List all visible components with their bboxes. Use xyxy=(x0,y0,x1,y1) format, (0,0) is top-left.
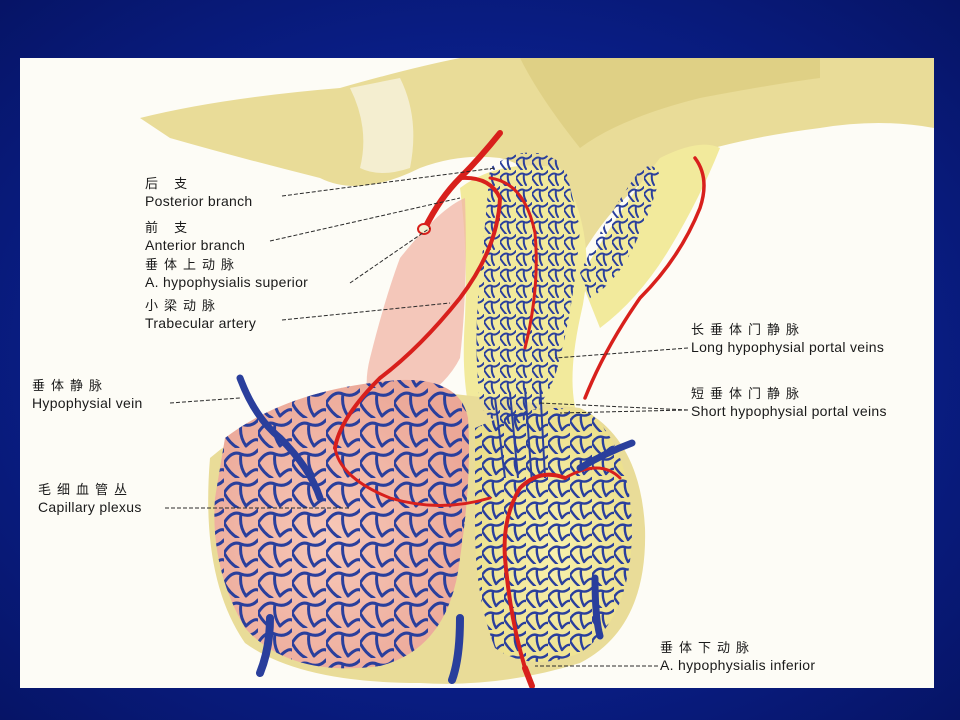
label-hypophysial-vein-en: Hypophysial vein xyxy=(32,395,143,411)
label-anterior-branch-en: Anterior branch xyxy=(145,237,246,253)
label-posterior-branch-en: Posterior branch xyxy=(145,193,253,209)
label-anterior-branch: 前 支 Anterior branch xyxy=(145,220,245,254)
label-capillary-plexus-en: Capillary plexus xyxy=(38,499,142,515)
label-a-hypophysialis-superior: 垂体上动脉 A. hypophysialis superior xyxy=(145,257,308,291)
leader-lines xyxy=(165,167,689,667)
label-short-portal-veins: 短垂体门静脉 Short hypophysial portal veins xyxy=(691,386,887,420)
label-trabecular-artery-en: Trabecular artery xyxy=(145,315,257,331)
veins xyxy=(236,374,636,684)
label-posterior-branch: 后 支 Posterior branch xyxy=(145,176,253,210)
label-anterior-branch-zh: 前 支 xyxy=(145,221,194,236)
label-a-hyp-inferior-zh: 垂体下动脉 xyxy=(660,641,756,656)
label-a-hypophysialis-inferior: 垂体下动脉 A. hypophysialis inferior xyxy=(660,640,815,674)
label-a-hyp-superior-en: A. hypophysialis superior xyxy=(145,274,309,290)
label-posterior-branch-zh: 后 支 xyxy=(145,177,194,192)
label-a-hyp-superior-zh: 垂体上动脉 xyxy=(145,258,241,273)
label-a-hyp-inferior-en: A. hypophysialis inferior xyxy=(660,657,816,673)
label-hypophysial-vein: 垂体静脉 Hypophysial vein xyxy=(32,378,143,412)
label-trabecular-artery-zh: 小梁动脉 xyxy=(145,299,222,314)
label-short-portal-veins-zh: 短垂体门静脉 xyxy=(691,387,806,402)
label-short-portal-veins-en: Short hypophysial portal veins xyxy=(691,403,887,419)
label-long-portal-veins-zh: 长垂体门静脉 xyxy=(691,323,806,338)
pituitary-vascular-illustration xyxy=(140,58,934,688)
arteries xyxy=(333,130,706,688)
illustration-panel: 后 支 Posterior branch 前 支 Anterior branch… xyxy=(20,58,934,688)
label-long-portal-veins: 长垂体门静脉 Long hypophysial portal veins xyxy=(691,322,884,356)
label-capillary-plexus-zh: 毛细血管丛 xyxy=(38,483,134,498)
label-hypophysial-vein-zh: 垂体静脉 xyxy=(32,379,109,394)
label-trabecular-artery: 小梁动脉 Trabecular artery xyxy=(145,298,256,332)
label-long-portal-veins-en: Long hypophysial portal veins xyxy=(691,339,885,355)
label-capillary-plexus: 毛细血管丛 Capillary plexus xyxy=(38,482,142,516)
